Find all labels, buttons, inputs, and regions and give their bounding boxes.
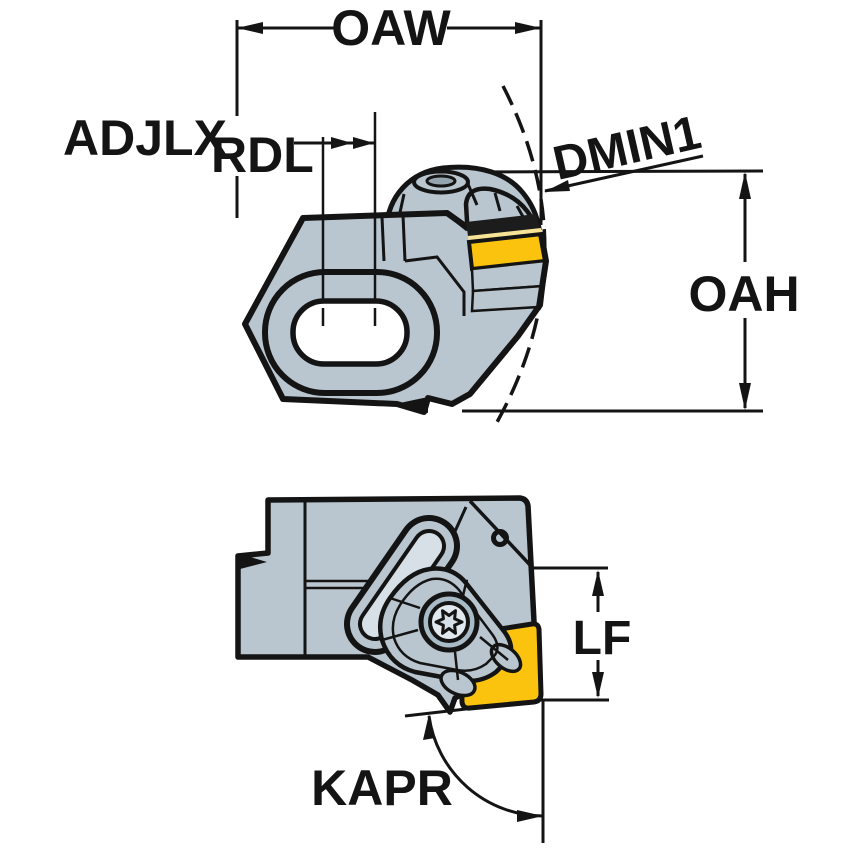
lf-dimension: LF — [532, 566, 632, 702]
side-view-head — [235, 495, 544, 715]
lf-label: LF — [573, 612, 632, 665]
oah-top-extension-line — [454, 169, 764, 174]
insert-front — [466, 214, 550, 313]
bottom-notch-wedge — [395, 397, 428, 413]
kapr-start-arrowhead — [423, 714, 435, 740]
dmin1-leader-line — [544, 154, 704, 193]
front-view-head — [242, 85, 764, 425]
adjlx-rdl-dimension: ADJLX RDL — [63, 110, 374, 183]
dmin1-label: DMIN1 — [548, 106, 705, 191]
oah-label: OAH — [688, 266, 799, 322]
oaw-left-arrowhead — [237, 22, 263, 34]
fixing-hole — [491, 529, 509, 547]
lf-down-arrowhead — [592, 672, 604, 698]
insert-right-edge — [536, 233, 550, 308]
oaw-label: OAW — [331, 0, 451, 56]
kapr-dimension: KAPR — [311, 701, 545, 843]
rdl-arrowhead-2 — [353, 137, 374, 149]
oaw-dimension: OAW — [235, 0, 543, 225]
body-detail-lines — [380, 212, 468, 316]
oaw-right-arrowhead — [515, 22, 541, 34]
dmin1-dashed-bore-circle — [494, 85, 547, 425]
dmin1-arrowhead — [544, 180, 570, 192]
insert-pocket-top — [378, 566, 523, 698]
left-notch-wedge — [240, 554, 267, 569]
lf-up-arrowhead — [592, 570, 604, 596]
dmin1-dimension: DMIN1 — [544, 106, 706, 193]
kapr-label: KAPR — [311, 760, 453, 816]
rdl-label: RDL — [211, 127, 314, 183]
oah-up-arrowhead — [739, 172, 751, 199]
kapr-end-arrowhead — [517, 810, 543, 822]
rdl-extension-lines — [321, 112, 377, 326]
clamp-top-oval-inner — [425, 174, 457, 188]
rdl-arrowhead-1 — [331, 137, 352, 149]
kapr-edge-extension-line — [404, 707, 467, 718]
torx-icon — [434, 609, 464, 635]
insert-lower-band — [470, 284, 545, 313]
oah-down-arrowhead — [739, 383, 751, 410]
oah-dimension: OAH — [462, 172, 800, 413]
adjustment-slot-hole — [290, 298, 410, 367]
adjlx-label: ADJLX — [63, 110, 227, 166]
pocket-tongue-bottom — [439, 668, 477, 698]
